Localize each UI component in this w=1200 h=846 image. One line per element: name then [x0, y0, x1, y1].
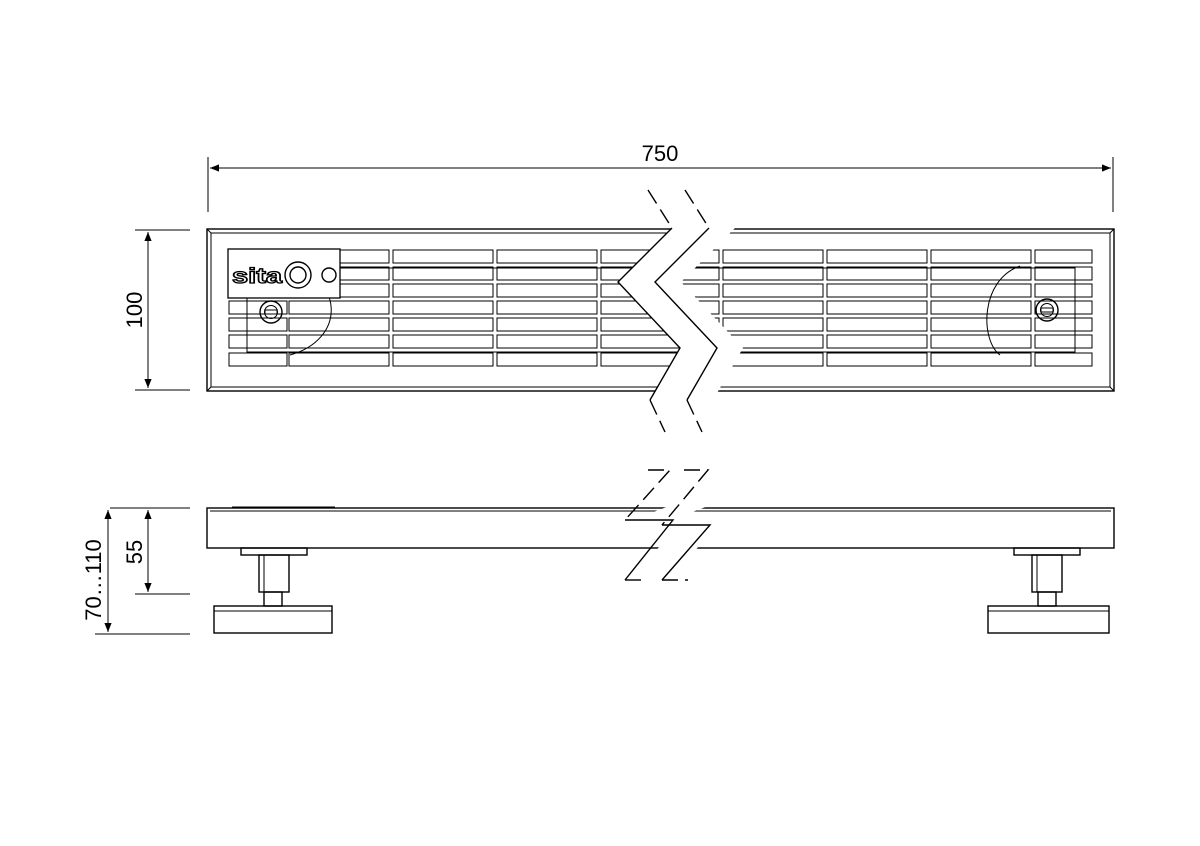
total-height-dimension: 70…110	[81, 510, 190, 635]
grating-slot	[722, 266, 824, 281]
grating-slot	[496, 283, 598, 298]
grating-slot	[930, 249, 1032, 264]
grating-slot	[288, 352, 390, 367]
grating-slot	[496, 300, 598, 315]
grating-slot	[722, 249, 824, 264]
grating-slot	[496, 352, 598, 367]
grating-slot	[930, 334, 1032, 349]
top-view: sita	[206, 189, 1115, 433]
logo-ring-large	[284, 261, 312, 289]
grating-slot	[826, 266, 928, 281]
grating-slot	[392, 300, 494, 315]
grating-slot	[228, 300, 288, 315]
break-line-side	[624, 468, 712, 585]
grating-slot	[228, 317, 288, 332]
sita-logo: sita	[227, 248, 341, 299]
grating-slot	[496, 317, 598, 332]
grating-slot	[826, 317, 928, 332]
right-adjustable-foot	[987, 547, 1110, 634]
total-height-label: 70…110	[81, 539, 106, 621]
grating-slot	[1034, 334, 1093, 349]
logo-ring-small	[321, 267, 337, 283]
grating-slot	[930, 266, 1032, 281]
grating-slot	[392, 283, 494, 298]
width-dimension: 100	[122, 229, 190, 391]
left-adjustable-foot	[213, 547, 333, 634]
grating-slot	[228, 352, 288, 367]
length-dimension: 750	[207, 141, 1114, 212]
grating-slot	[288, 317, 390, 332]
logo-ring-inner	[289, 266, 307, 284]
grating-slot	[392, 352, 494, 367]
side-view	[206, 468, 1115, 634]
body-height-label: 55	[122, 540, 147, 564]
grating-slot	[930, 317, 1032, 332]
grating-slot	[826, 352, 928, 367]
grating-slot	[392, 266, 494, 281]
grating-slot	[392, 334, 494, 349]
grating-slot	[228, 334, 288, 349]
grating-slot	[496, 249, 598, 264]
grating-slot	[826, 300, 928, 315]
grating-slot	[392, 249, 494, 264]
grating-slot	[496, 334, 598, 349]
grating-slot	[722, 283, 824, 298]
grating-slot	[496, 266, 598, 281]
grating-slot	[722, 317, 824, 332]
grating-slot	[288, 300, 390, 315]
grating-slot	[722, 300, 824, 315]
grating-slot	[930, 283, 1032, 298]
grating-slot	[930, 300, 1032, 315]
grating-slot	[1034, 266, 1093, 281]
left-screw-icon	[259, 300, 283, 324]
grating-slot	[1034, 352, 1093, 367]
length-label: 750	[642, 141, 679, 166]
grating-slot	[826, 249, 928, 264]
break-line-top	[617, 189, 743, 433]
grating-slot	[826, 283, 928, 298]
body-height-dimension: 55	[110, 507, 190, 595]
logo-text: sita	[232, 265, 282, 288]
width-label: 100	[122, 292, 147, 329]
grating-slot	[288, 334, 390, 349]
grating-slot	[1034, 283, 1093, 298]
grating-slot	[930, 352, 1032, 367]
grating-slot	[826, 334, 928, 349]
right-screw-icon	[1035, 298, 1059, 322]
grating-slot	[392, 317, 494, 332]
grating-slot	[1034, 249, 1093, 264]
